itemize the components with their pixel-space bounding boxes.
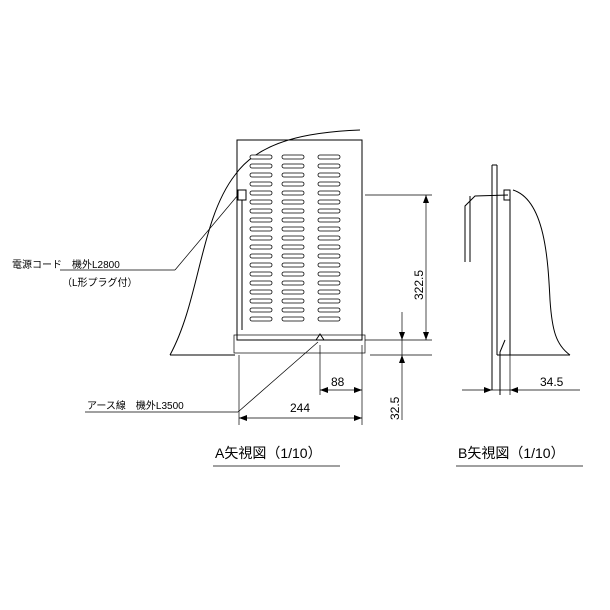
vent-slot xyxy=(249,253,273,259)
side-panel xyxy=(464,164,513,395)
vent-slot xyxy=(249,199,273,205)
vent-slot xyxy=(317,307,341,313)
dimension-bottom: 32.5 xyxy=(370,312,432,420)
vent-slot xyxy=(281,208,305,214)
vent-slot xyxy=(317,217,341,223)
vent-slot xyxy=(249,208,273,214)
vent-slot xyxy=(281,172,305,178)
vent-slot xyxy=(281,271,305,277)
vent-slot xyxy=(281,280,305,286)
dimension-244: 244 xyxy=(238,355,362,425)
vent-slot xyxy=(317,163,341,169)
earth-wire-label: アース線 機外L3500 xyxy=(87,399,184,412)
vent-slot xyxy=(281,199,305,205)
vent-slot xyxy=(281,226,305,232)
vent-slot xyxy=(317,298,341,304)
vent-slot xyxy=(249,154,273,160)
vent-slot xyxy=(249,181,273,187)
vent-slot xyxy=(249,271,273,277)
cabinet-silhouette-a xyxy=(169,129,361,356)
vent-slot xyxy=(281,181,305,187)
vent-slot xyxy=(317,199,341,205)
vent-slot xyxy=(249,244,273,250)
vent-slot xyxy=(317,316,341,322)
vent-slot xyxy=(281,190,305,196)
vent-slot xyxy=(249,307,273,313)
vent-slot xyxy=(281,316,305,322)
power-cord-leader xyxy=(174,194,239,271)
vent-slots xyxy=(249,154,341,322)
vent-slot xyxy=(317,235,341,241)
vent-slot xyxy=(317,181,341,187)
height-value: 322.5 xyxy=(412,270,426,300)
vent-slot xyxy=(317,226,341,232)
vent-slot xyxy=(281,235,305,241)
vent-slot xyxy=(317,280,341,286)
vent-slot xyxy=(249,172,273,178)
bottom-value: 32.5 xyxy=(388,396,402,420)
vent-slot xyxy=(281,262,305,268)
earth-terminal xyxy=(315,333,325,341)
vent-slot xyxy=(317,172,341,178)
vent-slot xyxy=(249,289,273,295)
cabinet-silhouette-b xyxy=(512,189,571,356)
dimension-height: 322.5 xyxy=(365,194,432,341)
vent-slot xyxy=(317,289,341,295)
view-b-title: B矢視図（1/10） xyxy=(458,445,565,461)
vent-slot xyxy=(317,262,341,268)
dimension-34-5: 34.5 xyxy=(462,355,580,395)
view-a-title: A矢視図（1/10） xyxy=(215,445,322,461)
vent-slot xyxy=(317,244,341,250)
width-244-value: 244 xyxy=(290,401,310,415)
dimension-88: 88 xyxy=(319,345,363,425)
vent-slot xyxy=(249,163,273,169)
vent-slot xyxy=(249,190,273,196)
back-panel xyxy=(233,139,366,354)
vent-slot xyxy=(281,307,305,313)
earth-wire-leader xyxy=(237,341,319,413)
vent-slot xyxy=(317,253,341,259)
vent-slot xyxy=(281,163,305,169)
vent-slot xyxy=(249,235,273,241)
vent-slot xyxy=(249,217,273,223)
vent-slot xyxy=(317,208,341,214)
power-cord-label: 電源コード 機外L2800 xyxy=(12,258,120,271)
vent-slot xyxy=(249,316,273,322)
vent-slot xyxy=(317,154,341,160)
vent-slot xyxy=(249,280,273,286)
vent-slot xyxy=(249,298,273,304)
power-cord-connector xyxy=(237,189,247,330)
vent-slot xyxy=(281,217,305,223)
width-88-value: 88 xyxy=(331,375,345,389)
side-34-5-value: 34.5 xyxy=(540,375,564,389)
vent-slot xyxy=(249,262,273,268)
vent-slot xyxy=(317,190,341,196)
vent-slot xyxy=(249,226,273,232)
plug-note-label: （L形プラグ付） xyxy=(62,276,138,289)
vent-slot xyxy=(281,289,305,295)
vent-slot xyxy=(281,298,305,304)
vent-slot xyxy=(317,271,341,277)
vent-slot xyxy=(281,253,305,259)
vent-slot xyxy=(281,244,305,250)
vent-slot xyxy=(281,154,305,160)
